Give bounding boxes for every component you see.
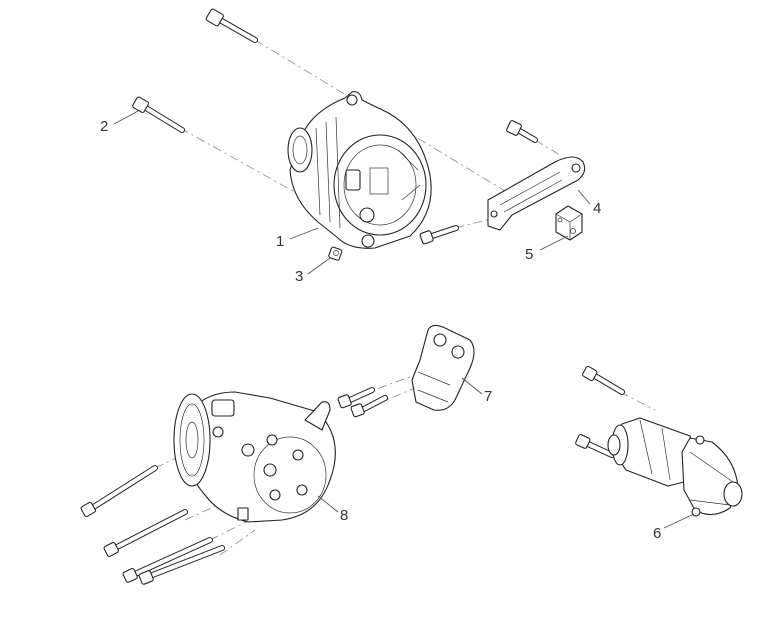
callout-1: 1: [276, 233, 284, 250]
callout-7: 7: [484, 388, 492, 405]
alternator: [287, 91, 432, 249]
starter-motor: [607, 417, 743, 517]
bolt-compressor-2: [103, 509, 188, 557]
callout-2: 2: [100, 118, 108, 135]
callout-labels: 1 2 3 4 5 6 7 8: [100, 118, 661, 542]
spacer-5: [555, 205, 583, 241]
nut-3: [328, 246, 343, 261]
bolt-starter-upper: [581, 365, 625, 395]
ac-compressor: [173, 391, 336, 523]
callout-3: 3: [295, 268, 303, 285]
bolt-compressor-1: [80, 465, 158, 518]
bolt-starter-lower: [575, 434, 615, 458]
bracket-4: [487, 156, 586, 231]
callout-8: 8: [340, 507, 348, 524]
bolt-bracket-upper: [506, 120, 538, 143]
bolt-alternator-lower: [132, 96, 185, 133]
bolt-bracket-side: [419, 225, 459, 245]
callout-4: 4: [593, 200, 601, 217]
bolt-compressor-4: [138, 545, 225, 585]
bolt-compressor-bracket-a: [337, 387, 375, 409]
bolt-compressor-3: [122, 537, 213, 583]
callout-leaders: [113, 109, 695, 529]
callout-5: 5: [525, 246, 533, 263]
bolt-alternator-upper: [205, 8, 258, 43]
callout-6: 6: [653, 525, 661, 542]
bolt-compressor-bracket-b: [350, 395, 388, 418]
compressor-bracket-7: [411, 324, 475, 411]
